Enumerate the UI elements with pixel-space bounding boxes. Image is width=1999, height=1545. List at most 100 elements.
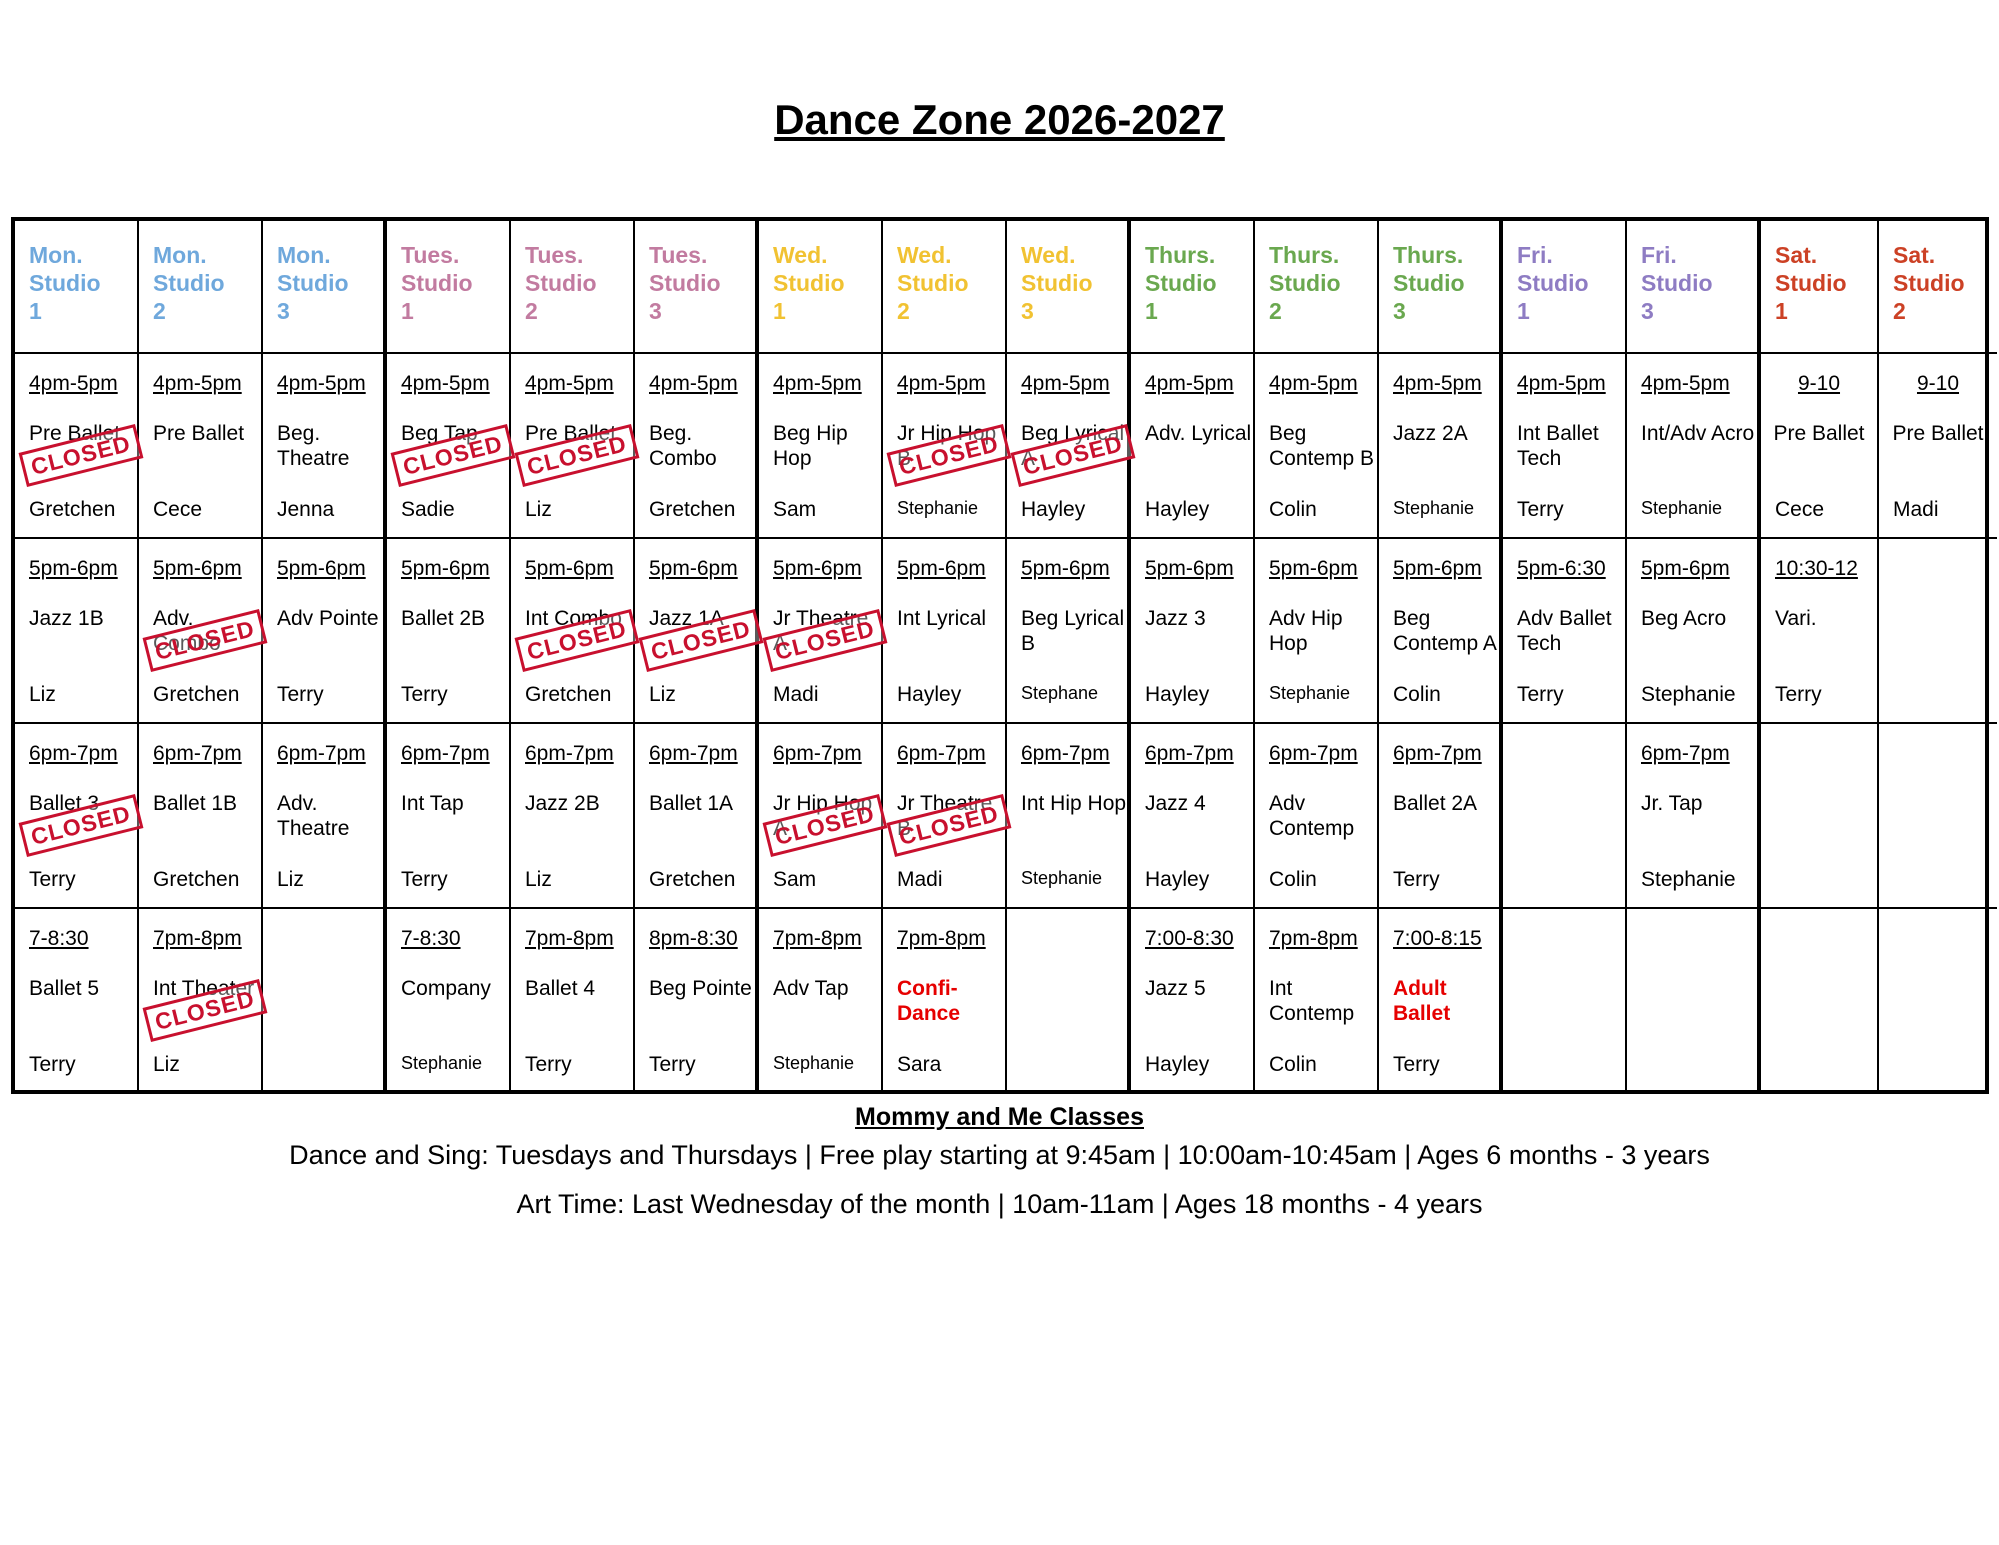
teacher-name: Terry — [525, 1053, 572, 1076]
teacher-name: Madi — [773, 683, 819, 706]
teacher-name: Liz — [153, 1053, 180, 1076]
class-name: Ballet 1A — [649, 792, 734, 815]
teacher-name: Madi — [897, 868, 943, 891]
class-time: 5pm-6pm — [1021, 557, 1110, 580]
teacher-name: Jenna — [277, 498, 335, 521]
studio-label: Studio — [1775, 270, 1847, 296]
teacher-name: Terry — [277, 683, 324, 706]
class-time: 4pm-5pm — [1641, 372, 1730, 395]
studio-label: Studio — [1145, 270, 1217, 296]
studio-number: 3 — [1641, 298, 1654, 324]
teacher-name: Gretchen — [649, 868, 736, 891]
class-name: Pre Ballet — [1892, 422, 1984, 445]
teacher-name: Terry — [29, 1053, 76, 1076]
studio-number: 3 — [277, 298, 290, 324]
teacher-name: Liz — [29, 683, 56, 706]
teacher-name: Sadie — [401, 498, 455, 521]
class-time: 4pm-5pm — [1021, 372, 1110, 395]
teacher-name: Sam — [773, 498, 817, 521]
class-name: Jazz 2A — [1393, 422, 1468, 445]
class-name: Adv Tap — [773, 977, 849, 1000]
teacher-name: Terry — [1393, 868, 1440, 891]
studio-number: 2 — [525, 298, 538, 324]
day-label: Thurs. — [1393, 242, 1464, 268]
teacher-name: Terry — [649, 1053, 696, 1076]
class-time: 5pm-6pm — [649, 557, 738, 580]
class-time: 6pm-7pm — [1393, 742, 1482, 765]
class-time: 5pm-6pm — [277, 557, 366, 580]
class-time: 5pm-6pm — [29, 557, 118, 580]
class-name: Jr Hip Hop B — [897, 422, 997, 470]
teacher-name: Stephanie — [1021, 868, 1103, 888]
class-name: Int Hip Hop — [1021, 792, 1127, 815]
schedule-cell — [1879, 724, 1997, 909]
day-label: Wed. — [1021, 242, 1076, 268]
teacher-name: Colin — [1393, 683, 1441, 706]
day-label: Fri. — [1517, 242, 1553, 268]
class-name: Jazz 2B — [525, 792, 600, 815]
day-label: Tues. — [649, 242, 708, 268]
class-name: Ballet 4 — [525, 977, 596, 1000]
studio-number: 2 — [1269, 298, 1282, 324]
class-time: 6pm-7pm — [277, 742, 366, 765]
schedule-cell — [1761, 724, 1879, 909]
class-time: 5pm-6:30 — [1517, 557, 1606, 580]
studio-label: Studio — [1393, 270, 1465, 296]
class-name: Adv. Theatre — [277, 792, 350, 840]
teacher-name: Stephanie — [1393, 498, 1475, 518]
class-name: Beg Contemp B — [1269, 422, 1375, 470]
class-time: 6pm-7pm — [525, 742, 614, 765]
class-name: Beg Lyrical A — [1021, 422, 1125, 470]
teacher-name: Terry — [1517, 498, 1564, 521]
studio-label: Studio — [1893, 270, 1965, 296]
class-time: 6pm-7pm — [401, 742, 490, 765]
teacher-name: Madi — [1893, 498, 1939, 521]
class-time: 5pm-6pm — [773, 557, 862, 580]
studio-label: Studio — [1641, 270, 1713, 296]
teacher-name: Terry — [1393, 1053, 1440, 1076]
class-time: 7-8:30 — [29, 927, 89, 950]
class-time: 4pm-5pm — [401, 372, 490, 395]
teacher-name: Stephanie — [1641, 498, 1723, 518]
class-time: 6pm-7pm — [1269, 742, 1358, 765]
teacher-name: Liz — [525, 868, 552, 891]
mommy-and-me-title: Mommy and Me Classes — [855, 1103, 1144, 1131]
teacher-name: Colin — [1269, 868, 1317, 891]
teacher-name: Stephanie — [897, 498, 979, 518]
class-name: Int/Adv Acro — [1641, 422, 1755, 445]
mommy-class-dance-and-sing: Dance and Sing: Tuesdays and Thursdays |… — [289, 1140, 1710, 1170]
day-label: Wed. — [773, 242, 828, 268]
class-name: Pre Ballet — [153, 422, 245, 445]
teacher-name: Gretchen — [153, 868, 240, 891]
class-name: Int Lyrical — [897, 607, 987, 630]
schedule-cell — [1879, 539, 1997, 724]
class-time: 7pm-8pm — [153, 927, 242, 950]
teacher-name: Stephanie — [773, 1053, 855, 1073]
class-name: Int Combo — [525, 607, 622, 630]
studio-label: Studio — [525, 270, 597, 296]
